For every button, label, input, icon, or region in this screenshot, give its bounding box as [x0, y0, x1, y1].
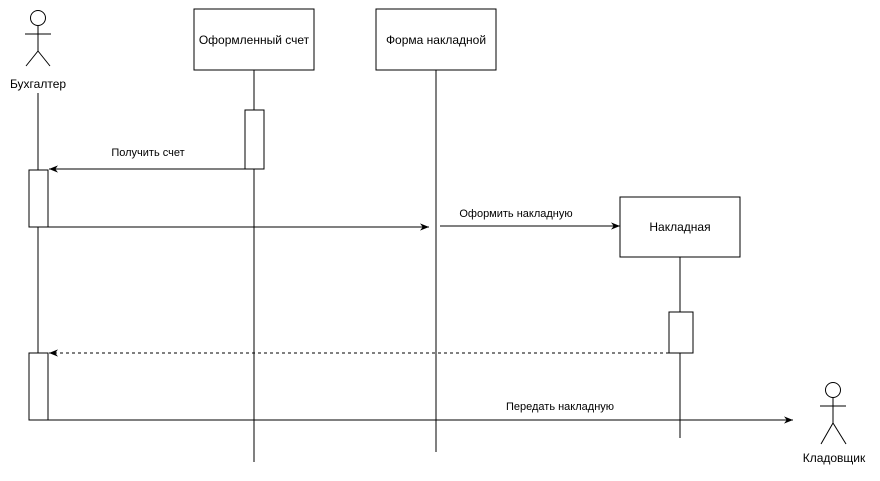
actor-storekeeper [820, 382, 847, 445]
actor-storekeeper-label: Кладовщик [803, 451, 866, 465]
actor-storekeeper-head [825, 382, 841, 398]
message-make-waybill-label: Оформить накладную [459, 208, 572, 220]
activation-waybill [668, 311, 694, 354]
activation-accountant-2 [28, 352, 49, 421]
object-issued-invoice-box [193, 8, 315, 71]
activation-issued-invoice [244, 109, 265, 170]
message-pass-waybill-label: Передать накладную [506, 401, 614, 413]
object-issued-invoice-label: Оформленный счет [199, 33, 310, 47]
actor-accountant-head [30, 10, 46, 26]
actor-accountant-label: Бухгалтер [10, 77, 66, 91]
object-waybill-label: Накладная [649, 220, 710, 234]
message-get-invoice-label: Получить счет [111, 147, 184, 159]
actor-accountant [25, 10, 51, 67]
object-waybill-box [619, 196, 741, 258]
activation-accountant-1 [28, 169, 49, 228]
object-waybill-form-label: Форма накладной [386, 33, 486, 47]
